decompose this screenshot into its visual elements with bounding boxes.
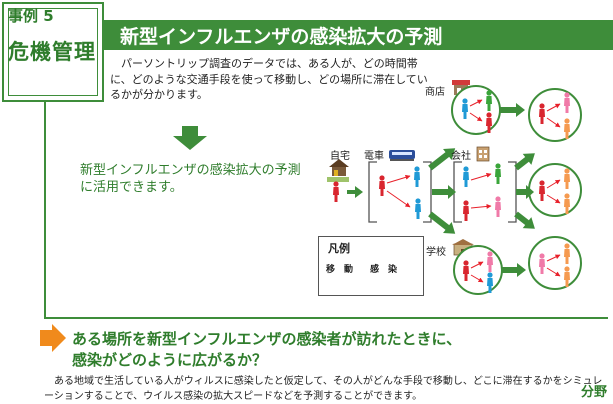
label-school: 学校 (426, 247, 446, 258)
label-train: 電車 (364, 151, 384, 162)
office-icon (476, 146, 490, 162)
down-arrow-icon (173, 126, 207, 150)
case-number: 事例 5 (8, 7, 54, 25)
question-text: ある場所を新型インフルエンザの感染者が訪れたときに、 感染がどのように広がるか？ (72, 329, 461, 371)
legend-move-label: 移 動 (326, 265, 354, 275)
person-home (333, 181, 339, 202)
bullet-arrow-icon (40, 324, 66, 352)
page-title: 新型インフルエンザの感染拡大の予測 (120, 26, 443, 48)
train-icon (389, 150, 415, 161)
legend-box (318, 236, 424, 296)
label-shop: 商店 (425, 87, 445, 98)
intro-text: パーソントリップ調査のデータでは、ある人が、どの時間帯に、どのような交通手段を使… (110, 57, 428, 101)
footnote-text: ある地域で生活している人がウィルスに感染したと仮定して、その人がどんな手段で移動… (44, 376, 603, 402)
label-home: 自宅 (330, 151, 350, 162)
shop-icon (452, 80, 470, 95)
case-field: 分野 (580, 385, 607, 400)
title-bar (104, 20, 613, 50)
legend-title: 凡例 (328, 242, 350, 255)
summary-text: 新型インフルエンザの感染拡大の予測に活用できます。 (80, 163, 301, 195)
question-line-2: 感染がどのように広がるか？ (72, 351, 268, 369)
case-title: 危機管理 (8, 40, 96, 64)
legend-infect-label: 感 染 (370, 265, 398, 275)
question-line-1: ある場所を新型インフルエンザの感染者が訪れたときに、 (72, 330, 462, 348)
case-label-box (2, 2, 104, 102)
label-office: 会社 (451, 151, 471, 162)
home-icon (327, 159, 349, 182)
